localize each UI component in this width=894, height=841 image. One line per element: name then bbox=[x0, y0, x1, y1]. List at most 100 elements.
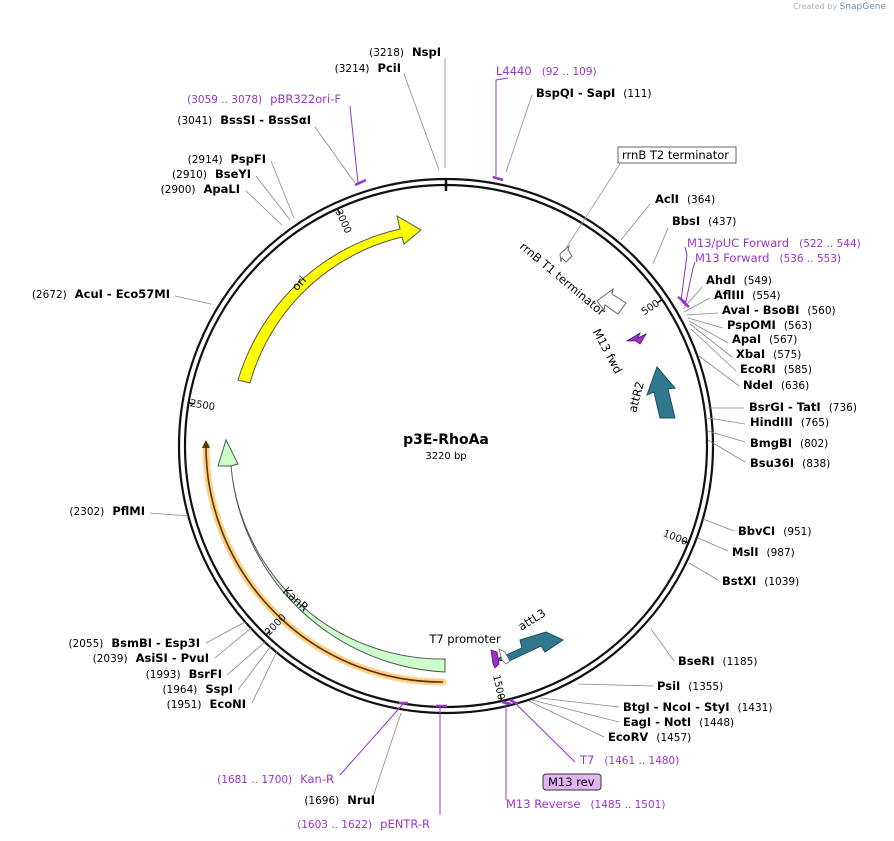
kanr-primer-highlight bbox=[202, 442, 447, 686]
site-leader-line bbox=[174, 295, 212, 305]
restriction-site-label[interactable]: AvaI - BsoBI(560) bbox=[722, 303, 836, 317]
primer-binding-mark bbox=[509, 698, 519, 706]
restriction-site-label[interactable]: (2672)AcuI - Eco57MI bbox=[32, 287, 170, 301]
m13-fwd-feature-arrow[interactable] bbox=[625, 332, 648, 345]
restriction-site-label[interactable]: PsiI(1355) bbox=[657, 679, 723, 693]
feature-label[interactable]: T7 promoter bbox=[428, 632, 501, 646]
primer-label[interactable]: M13 Reverse(1485 .. 1501) bbox=[506, 797, 665, 811]
restriction-site-label[interactable]: XbaI (575) bbox=[736, 347, 801, 361]
snapgene-logo: SnapGene bbox=[839, 2, 886, 12]
site-name: PciI bbox=[378, 61, 401, 75]
site-name: XbaI bbox=[736, 347, 765, 361]
site-name: BseYI bbox=[215, 167, 251, 181]
primer-label[interactable]: M13 rev bbox=[548, 775, 595, 789]
restriction-site-label[interactable]: EcoRI(585) bbox=[740, 362, 812, 376]
primer-leader-line bbox=[339, 702, 405, 776]
feature-label[interactable]: attL3 bbox=[516, 606, 549, 634]
scale-label: 1000 bbox=[661, 528, 689, 548]
restriction-site-label[interactable]: BseRI(1185) bbox=[678, 654, 757, 668]
site-position: (1185) bbox=[723, 656, 758, 668]
site-position: (575) bbox=[773, 349, 801, 361]
restriction-site-label[interactable]: EcoRV (1457) bbox=[608, 730, 691, 744]
restriction-site-label[interactable]: BbsI(437) bbox=[672, 214, 736, 228]
primer-range: (1603 .. 1622) bbox=[297, 819, 372, 831]
restriction-site-label[interactable]: EagI - NotI(1448) bbox=[623, 715, 734, 729]
site-position: (736) bbox=[829, 402, 857, 414]
site-leader-line bbox=[698, 355, 740, 387]
site-position: (1457) bbox=[656, 732, 691, 744]
site-position: (111) bbox=[623, 88, 651, 100]
site-leader-line bbox=[697, 537, 729, 552]
scale-tick bbox=[336, 208, 341, 215]
site-leader-line bbox=[707, 430, 746, 443]
restriction-site-label[interactable]: (2302)PflMI bbox=[69, 504, 145, 518]
primer-label[interactable]: M13/pUC Forward(522 .. 544) bbox=[687, 236, 861, 250]
primer-label[interactable]: (1681 .. 1700)Kan-R bbox=[217, 772, 334, 786]
site-position: (437) bbox=[708, 216, 736, 228]
primer-label[interactable]: L4440(92 .. 109) bbox=[496, 64, 597, 78]
restriction-site-label[interactable]: (2039)AsiSI - PvuI bbox=[93, 651, 209, 665]
primer-label[interactable]: T7(1461 .. 1480) bbox=[579, 753, 679, 767]
restriction-site-label[interactable]: (3218)NspI bbox=[369, 45, 441, 59]
restriction-site-label[interactable]: AflIII(554) bbox=[714, 288, 781, 302]
restriction-site-label[interactable]: (2914)PspFI bbox=[188, 152, 266, 166]
restriction-site-label[interactable]: HindIII(765) bbox=[750, 415, 829, 429]
attr2-feature-arrow[interactable] bbox=[646, 366, 676, 419]
primer-binding-mark bbox=[501, 700, 512, 706]
primer-range: (1461 .. 1480) bbox=[604, 755, 679, 767]
primer-range: (3059 .. 3078) bbox=[187, 94, 262, 106]
restriction-site-label[interactable]: (1696)NruI bbox=[304, 793, 375, 807]
restriction-site-label[interactable]: Bsu36I(838) bbox=[750, 456, 830, 470]
site-position: (1431) bbox=[738, 702, 773, 714]
site-position: (802) bbox=[800, 438, 828, 450]
site-leader-line bbox=[650, 628, 675, 662]
restriction-site-label[interactable]: BmgBI(802) bbox=[750, 436, 828, 450]
site-leader-line bbox=[531, 699, 620, 723]
restriction-site-label[interactable]: BtgI - NcoI - StyI(1431) bbox=[623, 700, 772, 714]
kanr-feature-arrow[interactable] bbox=[217, 438, 446, 673]
rrnb-t1-terminator-arrow[interactable] bbox=[596, 287, 627, 315]
restriction-site-label[interactable]: BspQI - SapI(111) bbox=[536, 86, 651, 100]
site-name: AcuI - Eco57MI bbox=[75, 287, 170, 301]
restriction-site-label[interactable]: AhdI(549) bbox=[706, 273, 772, 287]
attl3-feature-arrow[interactable] bbox=[494, 631, 565, 662]
site-leader-line bbox=[371, 712, 402, 801]
site-position: (3214) bbox=[335, 63, 370, 75]
restriction-site-label[interactable]: MslI(987) bbox=[732, 545, 795, 559]
restriction-site-label[interactable]: BbvCI(951) bbox=[738, 524, 811, 538]
site-position: (554) bbox=[752, 290, 780, 302]
rrnb-t2-terminator-arrow[interactable] bbox=[559, 244, 573, 263]
feature-label[interactable]: attR2 bbox=[625, 380, 647, 414]
restriction-site-label[interactable]: (1993)BsrFI bbox=[146, 667, 222, 681]
primer-label[interactable]: (1603 .. 1622)pENTR-R bbox=[297, 817, 430, 831]
restriction-site-label[interactable]: (2055)BsmBI - Esp3I bbox=[68, 636, 200, 650]
site-position: (2039) bbox=[93, 653, 128, 665]
restriction-site-label[interactable]: (2900)ApaLI bbox=[161, 182, 240, 196]
restriction-site-label[interactable]: NdeI(636) bbox=[743, 378, 809, 392]
restriction-site-label[interactable]: PspOMI(563) bbox=[727, 318, 812, 332]
feature-label[interactable]: M13 fwd bbox=[590, 326, 625, 376]
ori-feature-arrow[interactable] bbox=[237, 214, 422, 384]
site-position: (1448) bbox=[699, 717, 734, 729]
feature-label[interactable]: rrnB T2 terminator bbox=[622, 148, 729, 162]
restriction-site-label[interactable]: ApaI(567) bbox=[732, 332, 797, 346]
site-leader-line bbox=[255, 175, 291, 221]
restriction-site-label[interactable]: BsrGI - TatI(736) bbox=[749, 400, 857, 414]
site-name: SspI bbox=[205, 682, 233, 696]
site-name: BsmBI - Esp3I bbox=[111, 636, 200, 650]
restriction-site-label[interactable]: (3214) PciI bbox=[335, 61, 401, 75]
site-leader-line bbox=[251, 650, 278, 704]
restriction-site-label[interactable]: (3041)BssSI - BssSαI bbox=[177, 113, 311, 127]
restriction-site-label[interactable]: AclI(364) bbox=[655, 192, 715, 206]
primer-label[interactable]: (3059 .. 3078)pBR322ori-F bbox=[187, 92, 341, 106]
t7-promoter-feature-arrow[interactable] bbox=[490, 649, 500, 669]
restriction-site-label[interactable]: (1964)SspI bbox=[162, 682, 233, 696]
primer-label[interactable]: M13 Forward(536 .. 553) bbox=[695, 251, 841, 265]
primer-name: M13 Forward bbox=[695, 251, 769, 265]
restriction-site-label[interactable]: (1951)EcoNI bbox=[167, 697, 246, 711]
restriction-site-label[interactable]: BstXI(1039) bbox=[722, 574, 799, 588]
restriction-site-label[interactable]: (2910)BseYI bbox=[172, 167, 251, 181]
site-name: EcoRV bbox=[608, 730, 648, 744]
site-name: PflMI bbox=[112, 504, 145, 518]
sites-layer: (3218)NspI (3214) PciI BspQI - SapI(111) Acl… bbox=[32, 45, 857, 807]
